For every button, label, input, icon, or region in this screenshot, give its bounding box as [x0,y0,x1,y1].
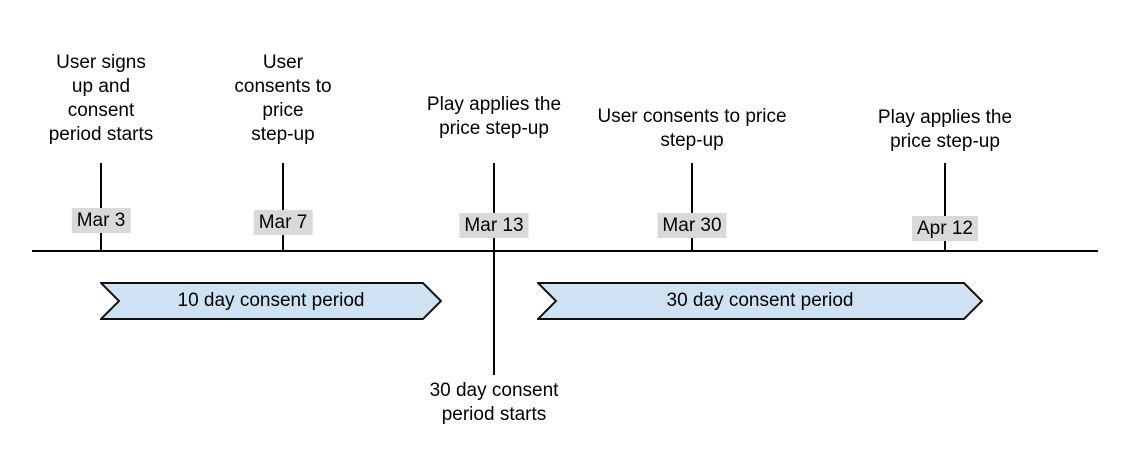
event-date-chip-1: Mar 3 [71,208,131,233]
event-label-line: step-up [660,130,724,151]
banner-label-2: 30 day consent period [666,290,854,311]
event-tick-2 [282,163,284,251]
event-label-line: price [262,100,304,121]
event-label-3: Play applies the price step-up [427,93,561,141]
event-label-line: step-up [251,124,315,145]
consent-period-banner-1: 10 day consent period [100,282,442,320]
event-date-chip-4: Mar 30 [657,213,727,238]
banner-label-1: 10 day consent period [177,290,365,311]
event-label-line: price step-up [439,118,549,139]
consent-period-start-connector [493,251,495,375]
event-tick-5 [944,163,946,251]
event-label-line: User [262,52,304,73]
note-label-line: period starts [441,404,547,425]
event-label-line: User consents to price [597,106,787,127]
event-label-4: User consents to price step-up [597,105,786,153]
event-tick-1 [100,163,102,251]
event-label-line: consent [67,100,135,121]
event-label-line: Play applies the [877,107,1013,128]
event-label-line: Play applies the [426,94,562,115]
note-label-line: 30 day consent [429,380,559,401]
event-label-line: up and [71,76,131,97]
event-date-chip-2: Mar 7 [253,210,313,235]
chevron-banner-shape [100,282,442,320]
event-label-2: User consents to price step-up [234,51,331,147]
consent-period-banner-2: 30 day consent period [537,282,983,320]
chevron-banner-shape [537,282,983,320]
timeline-axis [32,250,1098,252]
event-label-1: User signs up and consent period starts [49,51,154,147]
event-label-line: User signs [56,52,146,73]
event-tick-4 [691,163,693,251]
event-date-chip-3: Mar 13 [459,213,529,238]
event-label-line: price step-up [890,131,1000,152]
event-label-line: consents to [234,76,332,97]
event-label-line: period starts [48,124,154,145]
event-tick-3 [493,163,495,251]
event-label-5: Play applies the price step-up [878,106,1012,154]
event-date-chip-5: Apr 12 [912,216,978,241]
note-30-day-consent-start: 30 day consent period starts [430,379,559,427]
